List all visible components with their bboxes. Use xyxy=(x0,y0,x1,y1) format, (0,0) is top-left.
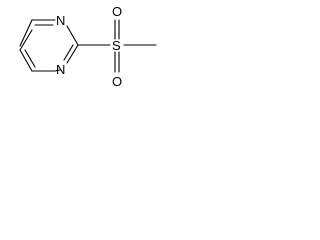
atom-n-top: N xyxy=(56,13,65,28)
atom-sulfur: S xyxy=(112,38,121,53)
bond-left-top xyxy=(19,19,33,47)
molecule-structure: N N S O O xyxy=(19,4,157,89)
double-bond-inner-right xyxy=(63,44,74,61)
atom-oxygen-bottom: O xyxy=(112,74,122,89)
bond-n1-c2 xyxy=(66,25,79,46)
double-bond-inner-left xyxy=(24,49,36,68)
bond-c5-c6 xyxy=(19,49,33,72)
bond-c6-c1 xyxy=(19,29,33,51)
bond-n3-c4 xyxy=(54,69,61,72)
bond-c2-n3 xyxy=(66,44,79,64)
atom-n-bottom: N xyxy=(56,62,65,77)
pyrimidine-ring xyxy=(19,19,79,72)
atom-oxygen-top: O xyxy=(112,4,122,19)
